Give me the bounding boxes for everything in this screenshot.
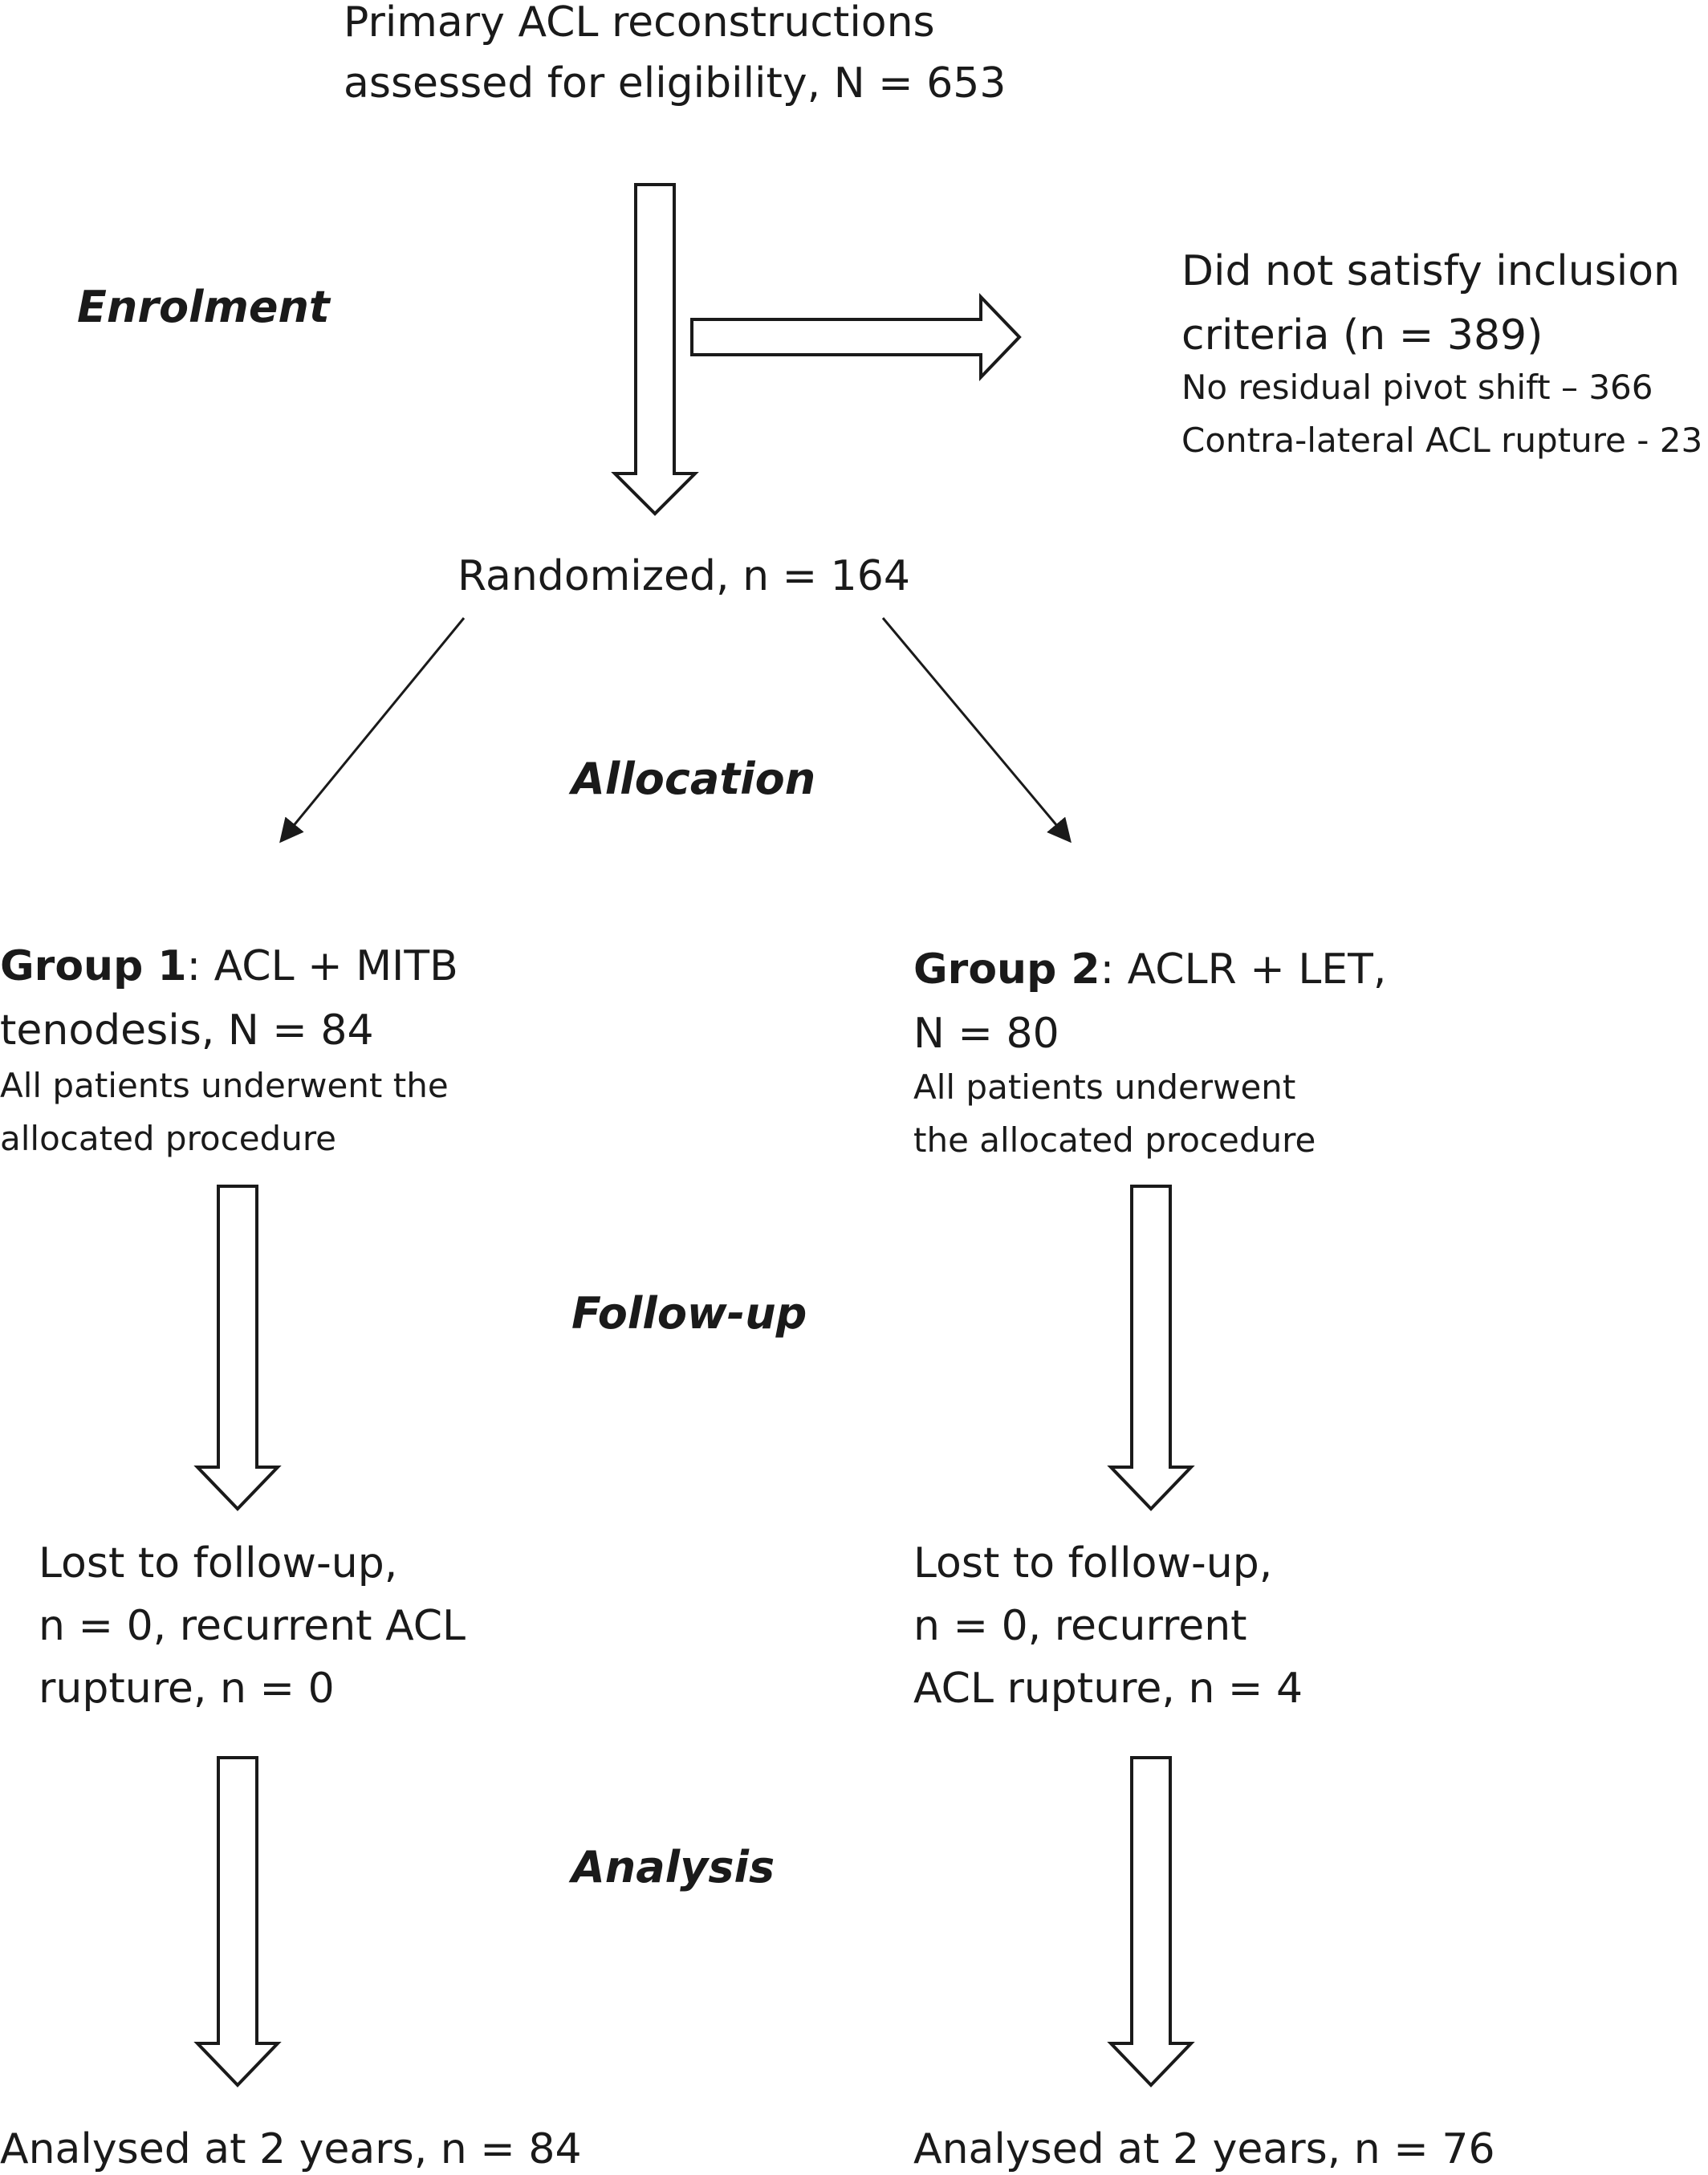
right-arrow-excluded: [690, 293, 1022, 381]
group1-analysed: Analysed at 2 years, n = 84: [0, 2125, 582, 2173]
eligibility-line-2: assessed for eligibility, N = 653: [344, 59, 1007, 108]
group2-followup-1: Lost to follow-up,: [913, 1539, 1273, 1588]
excluded-line-2: criteria (n = 389): [1181, 311, 1543, 360]
group2-desc-2: N = 80: [913, 1010, 1059, 1058]
group2-name: Group 2: [913, 945, 1100, 994]
excluded-reason-2: Contra-lateral ACL rupture - 23: [1181, 421, 1703, 460]
group1-note-2: allocated procedure: [0, 1119, 337, 1158]
down-arrow-eligibility: [611, 183, 699, 516]
group1-desc-2: tenodesis, N = 84: [0, 1006, 374, 1055]
group1-followup-3: rupture, n = 0: [39, 1665, 335, 1713]
group1-desc-1: : ACL + MITB: [186, 942, 458, 990]
stage-label-allocation: Allocation: [571, 754, 816, 804]
group1-name: Group 1: [0, 942, 187, 990]
group2-desc-1: : ACLR + LET,: [1100, 945, 1387, 994]
stage-label-enrolment: Enrolment: [77, 282, 330, 332]
group2-followup-2: n = 0, recurrent: [913, 1602, 1247, 1650]
randomized-label: Randomized, n = 164: [458, 552, 910, 600]
group1-heading: Group 1: ACL + MITB: [0, 945, 458, 987]
stage-label-analysis: Analysis: [571, 1842, 775, 1892]
group2-followup-3: ACL rupture, n = 4: [913, 1665, 1303, 1713]
allocation-arrow-right: [881, 617, 1072, 844]
down-arrow-group1-analysis: [193, 1756, 282, 2088]
allocation-arrow-left: [279, 617, 466, 844]
down-arrow-group2-followup: [1107, 1185, 1195, 1511]
group2-heading: Group 2: ACLR + LET,: [913, 949, 1386, 990]
down-arrow-group2-analysis: [1107, 1756, 1195, 2088]
eligibility-line-1: Primary ACL reconstructions: [344, 0, 935, 47]
group1-note-1: All patients underwent the: [0, 1066, 449, 1105]
group1-followup-2: n = 0, recurrent ACL: [39, 1602, 466, 1650]
stage-label-follow-up: Follow-up: [571, 1288, 807, 1339]
down-arrow-group1-followup: [193, 1185, 282, 1511]
excluded-reason-1: No residual pivot shift – 366: [1181, 368, 1653, 407]
group2-note-1: All patients underwent: [913, 1067, 1296, 1107]
group2-note-2: the allocated procedure: [913, 1120, 1316, 1160]
group2-analysed: Analysed at 2 years, n = 76: [913, 2125, 1495, 2173]
group1-followup-1: Lost to follow-up,: [39, 1539, 398, 1588]
excluded-line-1: Did not satisfy inclusion: [1181, 247, 1681, 295]
